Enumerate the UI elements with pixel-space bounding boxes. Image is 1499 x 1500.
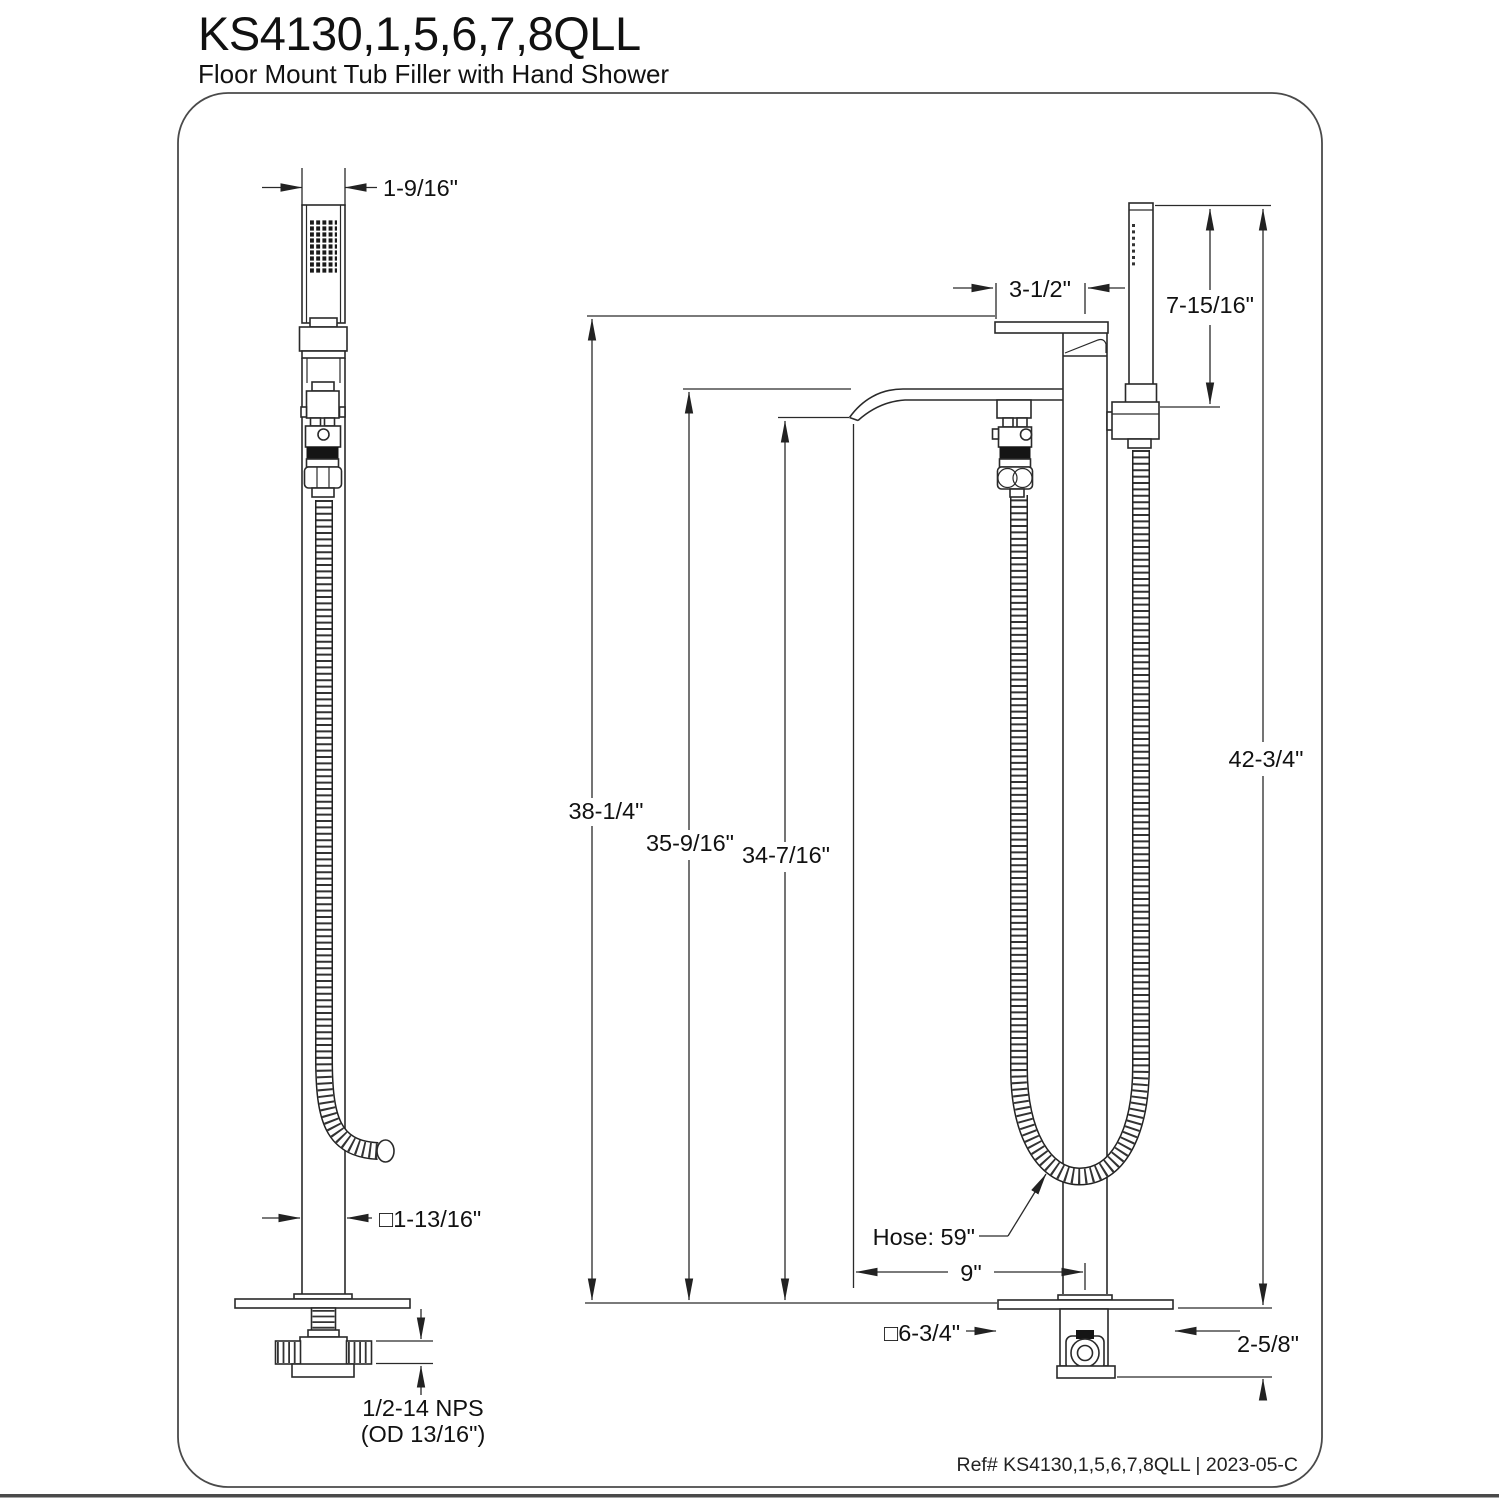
rough-in-base-plate xyxy=(291,1363,355,1378)
spray-face-dots xyxy=(310,220,337,273)
rough-in-base-plate-front xyxy=(1056,1365,1116,1379)
dim-supply-thread: 1/2-14 NPS xyxy=(362,1395,483,1421)
dim-base-plate-width: □6-3/4" xyxy=(884,1320,960,1346)
dim-hose-length: Hose: 59" xyxy=(873,1224,975,1250)
valve-assembly-side xyxy=(300,381,346,498)
side-view xyxy=(234,204,411,1378)
shower-hose-side xyxy=(315,500,395,1163)
supply-inlet-left xyxy=(274,1340,302,1365)
dim-height-to-spout-outlet: 34-7/16" xyxy=(742,842,830,868)
page-subtitle: Floor Mount Tub Filler with Hand Shower xyxy=(198,59,669,89)
front-view xyxy=(848,202,1174,1379)
lever-handle xyxy=(994,321,1109,357)
shower-holder xyxy=(1111,401,1160,440)
dim-handle-reach: 3-1/2" xyxy=(1009,276,1071,302)
hose-end-cap xyxy=(376,1139,395,1163)
holder-collar-side xyxy=(298,326,348,352)
dim-column-width: □1-13/16" xyxy=(379,1206,481,1232)
dim-supply-thread-od: (OD 13/16") xyxy=(361,1421,486,1447)
rough-in-front xyxy=(1056,1308,1116,1379)
drawing-border xyxy=(177,92,1323,1488)
hand-shower-side xyxy=(298,204,348,359)
page-title: KS4130,1,5,6,7,8QLL xyxy=(198,7,641,60)
label-masks xyxy=(558,292,1308,1284)
shower-hose-front xyxy=(1010,450,1150,1186)
dimension-lines xyxy=(262,168,1272,1401)
floor-flange-front xyxy=(997,1294,1174,1310)
waterfall-spout xyxy=(848,388,1063,422)
supply-inlet-right xyxy=(345,1340,373,1365)
drawing-header: KS4130,1,5,6,7,8QLL Floor Mount Tub Fill… xyxy=(198,7,669,89)
dim-spout-reach: 9" xyxy=(960,1260,981,1286)
hand-shower-front xyxy=(1106,202,1160,449)
valve-assembly-front xyxy=(991,399,1034,490)
dim-hand-shower-height: 7-15/16" xyxy=(1166,292,1254,318)
dim-below-floor-depth: 2-5/8" xyxy=(1237,1331,1299,1357)
page-bottom-edge xyxy=(0,1494,1499,1498)
dimension-labels: 1-9/16" □1-13/16" 1/2-14 NPS (OD 13/16")… xyxy=(361,175,1304,1447)
rough-in-side xyxy=(274,1307,373,1378)
footer-reference: Ref# KS4130,1,5,6,7,8QLL | 2023-05-C xyxy=(957,1454,1299,1476)
floor-flange-side xyxy=(234,1293,411,1309)
dim-height-to-spout-top: 35-9/16" xyxy=(646,830,734,856)
dim-height-to-handle: 38-1/4" xyxy=(569,798,644,824)
dim-height-total: 42-3/4" xyxy=(1229,746,1304,772)
dim-hand-shower-width: 1-9/16" xyxy=(383,175,458,201)
